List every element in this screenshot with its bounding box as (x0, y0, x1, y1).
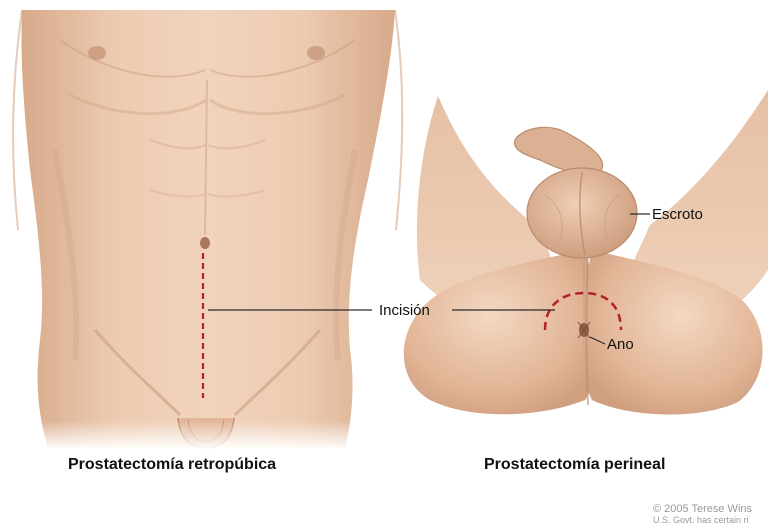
rights-line: U.S. Govt. has certain ri (653, 515, 749, 524)
caption-retropubic: Prostatectomía retropúbica (68, 456, 276, 474)
torso-figure (13, 10, 402, 450)
perineal-figure (404, 90, 768, 415)
incision-label: Incisión (379, 302, 430, 319)
copyright-line: © 2005 Terese Wins (653, 503, 752, 515)
scrotum-label: Escroto (652, 206, 703, 223)
caption-perineal: Prostatectomía perineal (484, 456, 665, 474)
anus-label: Ano (607, 336, 634, 353)
